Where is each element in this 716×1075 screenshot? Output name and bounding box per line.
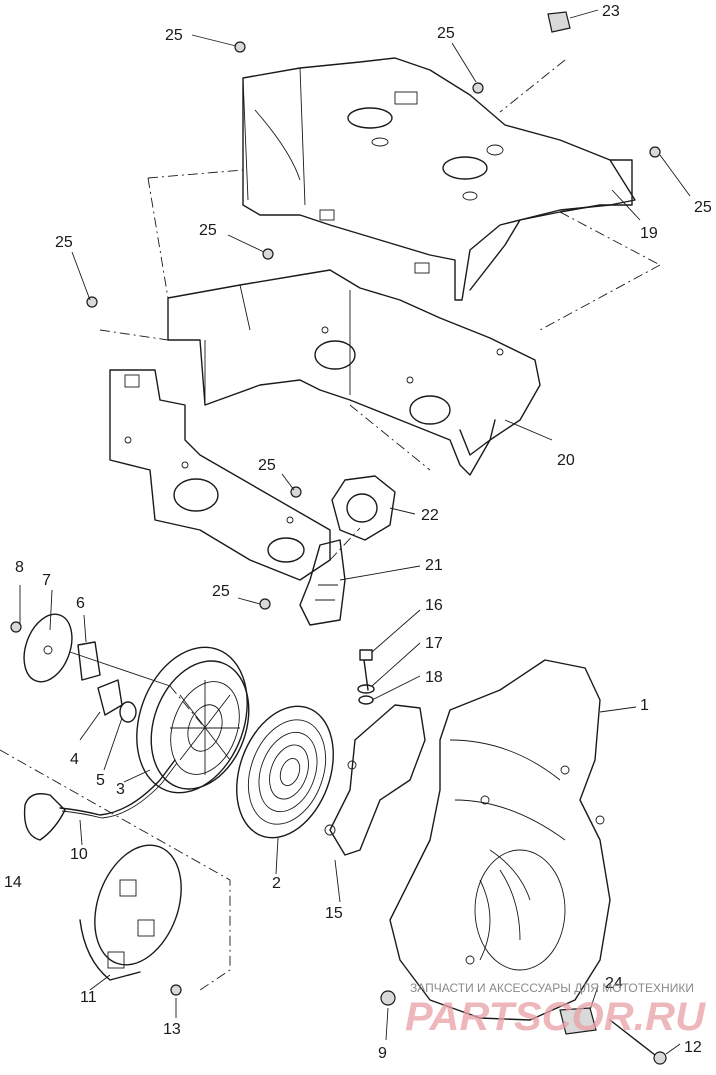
starter-handle-drawing — [23, 759, 178, 841]
assembly-lines — [0, 59, 661, 991]
starter-pulley-drawing — [136, 646, 250, 794]
callout-13: 13 — [163, 1021, 181, 1038]
callout-18: 18 — [425, 669, 443, 686]
callout-25: 25 — [165, 27, 183, 44]
callout-2: 2 — [272, 875, 281, 892]
callout-15: 15 — [325, 905, 343, 922]
lower-shroud-drawing — [167, 269, 541, 476]
callout-25: 25 — [258, 457, 276, 474]
callout-11: 11 — [80, 989, 97, 1006]
callout-7: 7 — [42, 572, 51, 589]
callout-1: 1 — [640, 697, 649, 714]
starter-bracket-drawing — [324, 704, 426, 856]
fan-housing-drawing — [389, 659, 611, 1021]
callout-16: 16 — [425, 597, 443, 614]
upper-shroud-drawing — [242, 57, 636, 301]
pawl-plate-drawing — [23, 613, 73, 683]
callout-labels: 23 25 25 25 19 25 25 20 25 22 21 25 16 1… — [4, 3, 712, 1062]
recoil-spring-drawing — [236, 705, 334, 839]
callout-4: 4 — [70, 751, 79, 768]
callout-23: 23 — [602, 3, 620, 20]
side-baffle-drawing — [109, 369, 331, 581]
callout-20: 20 — [557, 452, 575, 469]
callout-25: 25 — [199, 222, 217, 239]
callout-17: 17 — [425, 635, 443, 652]
callout-8: 8 — [15, 559, 24, 576]
callout-25: 25 — [55, 234, 73, 251]
callout-25: 25 — [437, 25, 455, 42]
watermark: ЗАПЧАСТИ И АКСЕССУАРЫ ДЛЯ МОТОТЕХНИКИ PA… — [405, 981, 706, 1039]
starter-cup-drawing — [79, 844, 182, 981]
pawl-parts-drawing — [69, 641, 171, 723]
deflector-drawing — [299, 539, 346, 626]
hardware-drawing — [10, 11, 667, 1065]
watermark-caption: ЗАПЧАСТИ И АКСЕССУАРЫ ДЛЯ МОТОТЕХНИКИ — [410, 981, 694, 995]
callout-22: 22 — [421, 507, 439, 524]
leader-lines — [19, 9, 691, 1055]
callout-10: 10 — [70, 846, 88, 863]
callout-6: 6 — [76, 595, 85, 612]
callout-9: 9 — [378, 1045, 387, 1062]
callout-3: 3 — [116, 781, 125, 798]
callout-14: 14 — [4, 874, 22, 891]
callout-25: 25 — [694, 199, 712, 216]
callout-25: 25 — [212, 583, 230, 600]
watermark-logo: PARTSCOR.RU — [405, 995, 706, 1039]
callout-5: 5 — [96, 772, 105, 789]
gasket-drawing — [331, 475, 396, 541]
callout-24: 24 — [605, 975, 623, 992]
callout-19: 19 — [640, 225, 658, 242]
callout-21: 21 — [425, 557, 443, 574]
callout-12: 12 — [684, 1039, 702, 1056]
